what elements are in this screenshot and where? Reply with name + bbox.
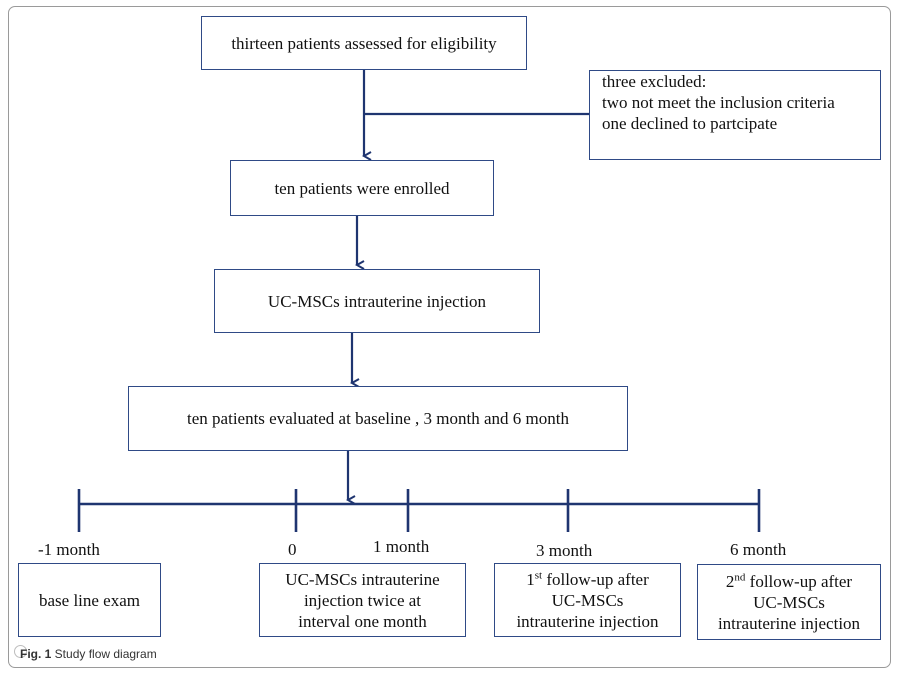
evaluated-box: ten patients evaluated at baseline , 3 m… (128, 386, 628, 451)
twice-line-2: injection twice at (303, 590, 422, 610)
timeline-label-1: 1 month (373, 537, 430, 556)
assessed-text: thirteen patients assessed for eligibili… (231, 33, 497, 53)
first-followup-line-3: intrauterine injection (516, 611, 659, 631)
caption-text: Study flow diagram (51, 647, 157, 661)
twice-box: UC-MSCs intrauterine injection twice at … (259, 563, 466, 637)
baseline-box: base line exam (18, 563, 161, 637)
injection-text: UC-MSCs intrauterine injection (267, 291, 487, 311)
figure-caption: Fig. 1 Study flow diagram (20, 647, 157, 661)
injection-box: UC-MSCs intrauterine injection (214, 269, 540, 333)
assessed-box: thirteen patients assessed for eligibili… (201, 16, 527, 70)
second-followup-line-3: intrauterine injection (717, 613, 861, 633)
second-followup-heading: 2nd follow-up after (725, 570, 853, 591)
second-followup-line-2: UC-MSCs (753, 592, 825, 612)
excluded-line-2: two not meet the inclusion criteria (602, 93, 835, 112)
figure-frame (8, 6, 891, 668)
first-followup-heading: 1st follow-up after (526, 568, 649, 589)
caption-label: Fig. 1 (20, 647, 52, 661)
excluded-box: three excluded: two not meet the inclusi… (589, 70, 881, 160)
timeline-label-0: 0 (288, 540, 297, 559)
evaluated-text: ten patients evaluated at baseline , 3 m… (187, 409, 569, 428)
twice-line-1: UC-MSCs intrauterine (285, 569, 440, 589)
enrolled-text: ten patients were enrolled (274, 178, 450, 198)
timeline-label-3: 3 month (536, 541, 593, 560)
first-followup-line-2: UC-MSCs (551, 590, 624, 610)
timeline-label-6: 6 month (730, 540, 787, 559)
first-followup-box: 1st follow-up after UC-MSCs intrauterine… (494, 563, 681, 637)
timeline-label-minus1: -1 month (38, 540, 100, 559)
excluded-line-1: three excluded: (602, 72, 707, 91)
enrolled-box: ten patients were enrolled (230, 160, 494, 216)
second-followup-box: 2nd follow-up after UC-MSCs intrauterine… (697, 564, 881, 640)
excluded-line-3: one declined to partcipate (602, 114, 778, 133)
watermark-icon (14, 645, 27, 658)
twice-line-3: interval one month (298, 611, 427, 631)
baseline-text: base line exam (38, 590, 140, 610)
